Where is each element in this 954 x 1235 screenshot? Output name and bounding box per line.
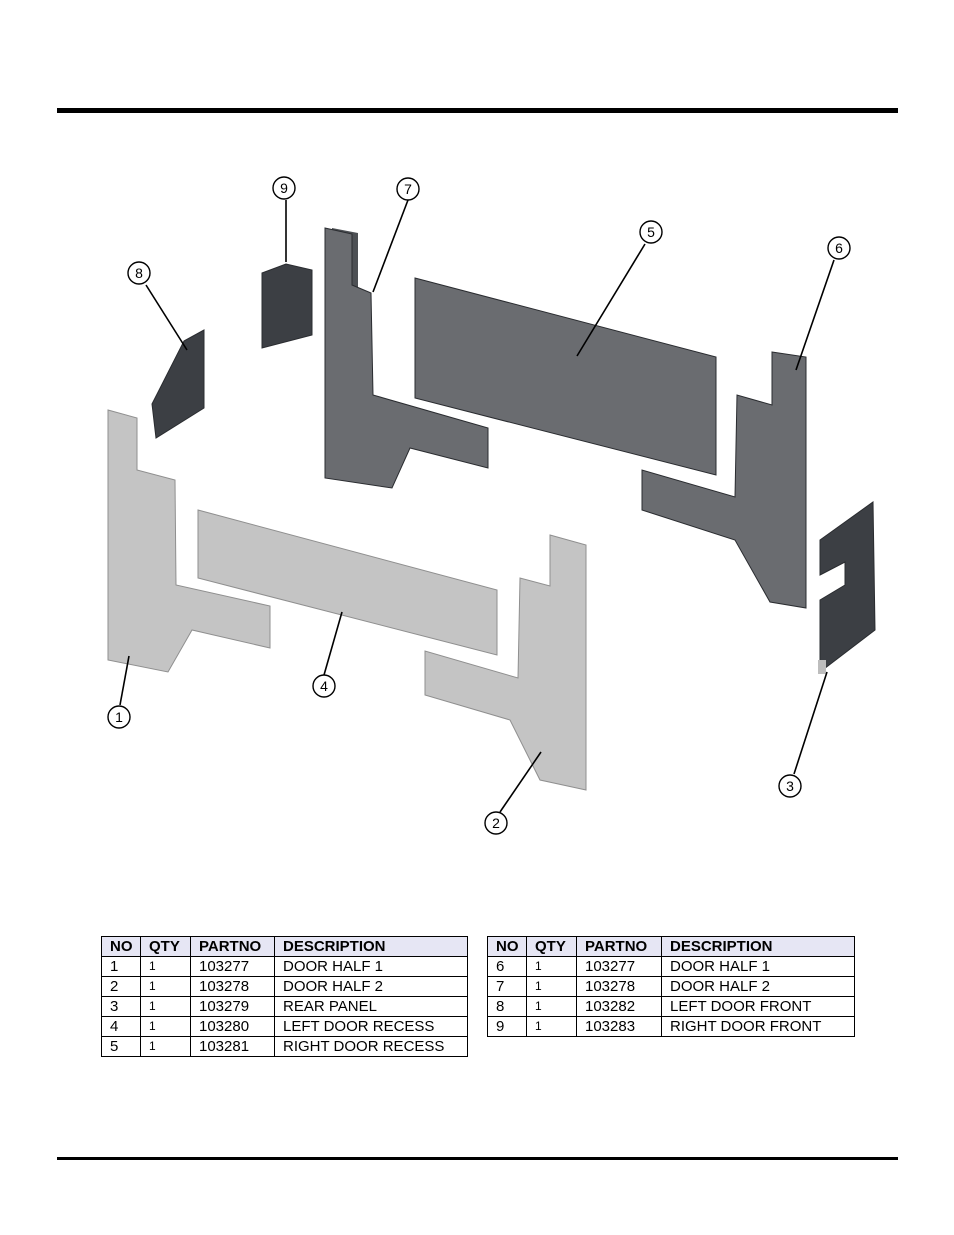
cell-no: 8: [487, 996, 527, 1017]
table-row: 9 1 103283 RIGHT DOOR FRONT: [487, 1016, 855, 1037]
cell-description: RIGHT DOOR FRONT: [661, 1016, 855, 1037]
cell-qty: 1: [140, 996, 191, 1017]
cell-partno: 103280: [190, 1016, 275, 1037]
callout-6: 6: [827, 236, 851, 260]
table-row: 8 1 103282 LEFT DOOR FRONT: [487, 996, 855, 1017]
parts-table-right: NO QTY PARTNO DESCRIPTION 6 1 103277 DOO…: [487, 936, 855, 1037]
svg-text:7: 7: [404, 181, 412, 197]
part-8-left-door-front: [151, 329, 205, 439]
cell-partno: 103282: [576, 996, 662, 1017]
svg-text:5: 5: [647, 224, 655, 240]
cell-description: RIGHT DOOR RECESS: [274, 1036, 468, 1057]
cell-qty: 1: [526, 956, 577, 977]
cell-qty: 1: [526, 996, 577, 1017]
part-3-rear-panel: [819, 501, 876, 674]
part-2-door-half-2: [424, 534, 587, 791]
cell-partno: 103283: [576, 1016, 662, 1037]
cell-qty: 1: [140, 976, 191, 997]
cell-description: LEFT DOOR FRONT: [661, 996, 855, 1017]
part-6-door-half-1: [641, 351, 807, 609]
cell-partno: 103281: [190, 1036, 275, 1057]
header-qty: QTY: [526, 936, 577, 957]
svg-text:3: 3: [786, 778, 794, 794]
cell-qty: 1: [526, 1016, 577, 1037]
table-row: 6 1 103277 DOOR HALF 1: [487, 956, 855, 977]
callout-4: 4: [312, 674, 336, 698]
svg-text:9: 9: [280, 180, 288, 196]
cell-no: 1: [101, 956, 141, 977]
cell-no: 5: [101, 1036, 141, 1057]
cell-description: DOOR HALF 1: [661, 956, 855, 977]
part-9-right-door-front: [261, 263, 313, 349]
callout-5: 5: [639, 220, 663, 244]
cell-no: 6: [487, 956, 527, 977]
callout-3: 3: [778, 774, 802, 798]
svg-text:8: 8: [135, 265, 143, 281]
svg-text:6: 6: [835, 240, 843, 256]
callout-2: 2: [484, 811, 508, 835]
table-row: 3 1 103279 REAR PANEL: [101, 996, 468, 1017]
table-row: 1 1 103277 DOOR HALF 1: [101, 956, 468, 977]
part-5-right-door-recess: [414, 277, 717, 476]
table-row: 5 1 103281 RIGHT DOOR RECESS: [101, 1036, 468, 1057]
cell-partno: 103277: [190, 956, 275, 977]
callout-7: 7: [396, 177, 420, 201]
header-no: NO: [101, 936, 141, 957]
part-3-edge-highlight: [818, 660, 826, 674]
cell-qty: 1: [526, 976, 577, 997]
header-qty: QTY: [140, 936, 191, 957]
cell-no: 4: [101, 1016, 141, 1037]
cell-partno: 103278: [190, 976, 275, 997]
cell-qty: 1: [140, 956, 191, 977]
cell-description: DOOR HALF 2: [274, 976, 468, 997]
header-partno: PARTNO: [576, 936, 662, 957]
svg-text:2: 2: [492, 815, 500, 831]
table-row: 4 1 103280 LEFT DOOR RECESS: [101, 1016, 468, 1037]
callout-8: 8: [127, 261, 151, 285]
svg-text:4: 4: [320, 678, 328, 694]
part-7-door-half-2: [324, 227, 489, 489]
cell-partno: 103278: [576, 976, 662, 997]
cell-qty: 1: [140, 1016, 191, 1037]
cell-partno: 103279: [190, 996, 275, 1017]
part-1-door-half-1: [107, 409, 271, 673]
table-row: 2 1 103278 DOOR HALF 2: [101, 976, 468, 997]
cell-partno: 103277: [576, 956, 662, 977]
cell-no: 2: [101, 976, 141, 997]
bottom-rule: [57, 1157, 898, 1160]
cell-description: REAR PANEL: [274, 996, 468, 1017]
cell-no: 3: [101, 996, 141, 1017]
header-partno: PARTNO: [190, 936, 275, 957]
table-row: 7 1 103278 DOOR HALF 2: [487, 976, 855, 997]
cell-no: 7: [487, 976, 527, 997]
header-description: DESCRIPTION: [274, 936, 468, 957]
part-4-left-door-recess: [197, 509, 498, 656]
header-description: DESCRIPTION: [661, 936, 855, 957]
cell-description: DOOR HALF 1: [274, 956, 468, 977]
svg-text:1: 1: [115, 709, 123, 725]
cell-description: LEFT DOOR RECESS: [274, 1016, 468, 1037]
cell-no: 9: [487, 1016, 527, 1037]
parts-table-left: NO QTY PARTNO DESCRIPTION 1 1 103277 DOO…: [101, 936, 468, 1057]
table-header-row: NO QTY PARTNO DESCRIPTION: [487, 936, 855, 957]
callout-1: 1: [107, 705, 131, 729]
cell-qty: 1: [140, 1036, 191, 1057]
cell-description: DOOR HALF 2: [661, 976, 855, 997]
table-header-row: NO QTY PARTNO DESCRIPTION: [101, 936, 468, 957]
callout-9: 9: [272, 176, 296, 200]
top-rule: [57, 108, 898, 113]
header-no: NO: [487, 936, 527, 957]
